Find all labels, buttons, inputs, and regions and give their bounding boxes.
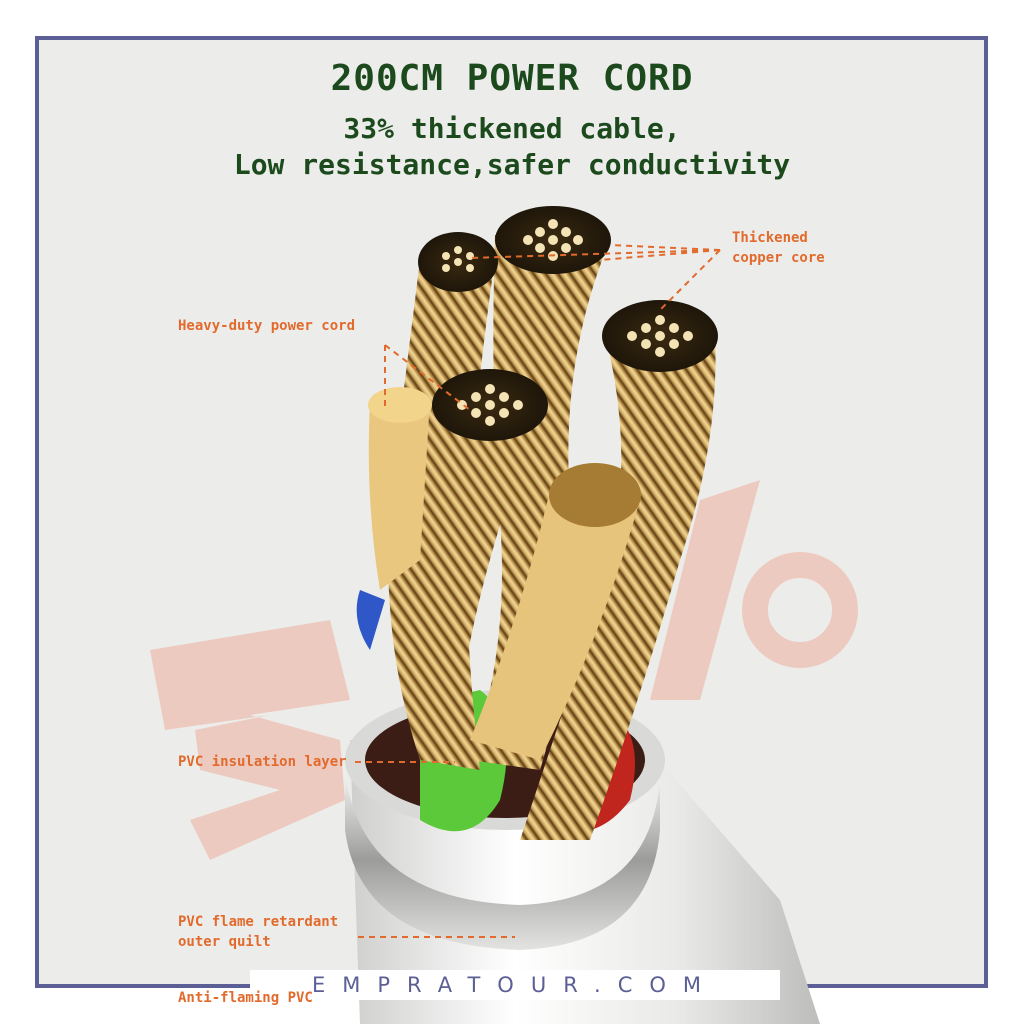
headline-title: 200CM POWER CORD (330, 58, 694, 99)
label-outer-quilt: PVC flame retardant outer quilt (178, 912, 338, 952)
label-copper-core: Thickened copper core (732, 228, 825, 268)
label-power-cord: Heavy-duty power cord (178, 318, 356, 334)
watermark-33-percent (150, 480, 858, 860)
conductor-faces (368, 206, 718, 527)
label-anti-flaming: Anti-flaming PVC (178, 990, 313, 1006)
footer-band (250, 970, 780, 1000)
headline-subtitle-2: Low resistance,safer conductivity (233, 148, 791, 181)
headline-subtitle-1: 33% thickened cable, (343, 112, 681, 145)
label-copper-core-line2: copper core (732, 250, 825, 266)
label-copper-core-line1: Thickened (732, 230, 808, 246)
label-insulation: PVC insulation layer (178, 754, 347, 770)
label-outer-quilt-line1: PVC flame retardant (178, 914, 339, 930)
label-outer-quilt-line2: outer quilt (178, 934, 271, 950)
footer-site: EMPRATOUR.COM (311, 973, 719, 997)
copper-strands (368, 235, 716, 840)
